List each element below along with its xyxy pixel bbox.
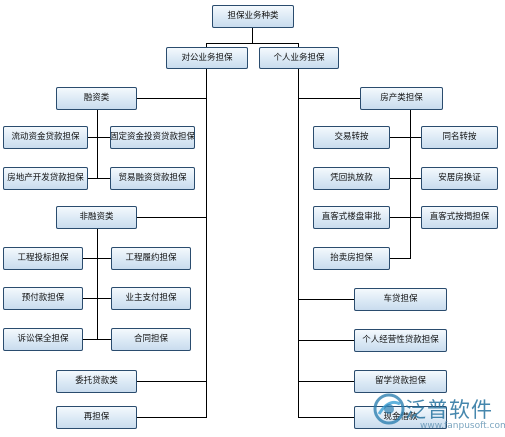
entrusted-loan-box[interactable]: 委托贷款类 bbox=[56, 370, 137, 393]
connector-line bbox=[298, 98, 360, 99]
resale-guarantee-box[interactable]: 抬卖房担保 bbox=[313, 247, 390, 270]
connector-line bbox=[88, 178, 110, 179]
connector-line bbox=[390, 137, 421, 138]
connector-line bbox=[88, 137, 110, 138]
connector-line bbox=[83, 258, 111, 259]
connector-line bbox=[298, 417, 354, 418]
connector-line bbox=[83, 339, 111, 340]
reguarantee-box[interactable]: 再担保 bbox=[56, 406, 137, 429]
connector-line bbox=[298, 340, 354, 341]
connector-line bbox=[206, 43, 299, 44]
corporate-guarantee-box[interactable]: 对公业务担保 bbox=[166, 47, 248, 69]
connector-line bbox=[206, 69, 207, 418]
connector-line bbox=[97, 110, 98, 178]
connector-line bbox=[252, 28, 253, 43]
bid-guarantee-box[interactable]: 工程投标担保 bbox=[3, 247, 83, 270]
direct-mortgage-box[interactable]: 直客式按揭担保 bbox=[421, 206, 498, 229]
real-estate-dev-loan-box[interactable]: 房地产开发贷款担保 bbox=[3, 167, 88, 190]
litigation-preservation-box[interactable]: 诉讼保全担保 bbox=[3, 328, 83, 351]
connector-line bbox=[298, 299, 354, 300]
brand-watermark: 泛普软件 www.fanpusoft.com bbox=[372, 392, 505, 437]
connector-line bbox=[137, 98, 207, 99]
connector-line bbox=[206, 43, 207, 47]
connector-line bbox=[83, 298, 111, 299]
connector-line bbox=[137, 217, 207, 218]
direct-project-approval-box[interactable]: 直客式楼盘审批 bbox=[313, 206, 390, 229]
contract-guarantee-box[interactable]: 合同担保 bbox=[111, 328, 191, 351]
connector-line bbox=[137, 417, 207, 418]
personal-guarantee-box[interactable]: 个人业务担保 bbox=[259, 47, 339, 69]
financing-box[interactable]: 融资类 bbox=[56, 87, 137, 110]
connector-line bbox=[390, 217, 421, 218]
connector-line bbox=[410, 110, 411, 258]
brand-url: www.fanpusoft.com bbox=[420, 421, 505, 431]
working-capital-loan-box[interactable]: 流动资金贷款担保 bbox=[3, 126, 88, 149]
connector-line bbox=[97, 229, 98, 339]
housing-certificate-box[interactable]: 安居房换证 bbox=[421, 167, 498, 190]
connector-line bbox=[137, 381, 207, 382]
business-loan-box[interactable]: 个人经营性贷款担保 bbox=[354, 329, 447, 352]
real-estate-guarantee-box[interactable]: 房产类担保 bbox=[360, 87, 443, 110]
trade-financing-loan-box[interactable]: 贸易融资贷款担保 bbox=[110, 167, 195, 190]
study-loan-box[interactable]: 留学贷款担保 bbox=[354, 370, 447, 393]
root-box[interactable]: 担保业务种类 bbox=[212, 5, 294, 28]
transaction-transfer-box[interactable]: 交易转按 bbox=[313, 126, 390, 149]
owner-payment-box[interactable]: 业主支付担保 bbox=[111, 287, 191, 310]
receipt-loan-box[interactable]: 凭回执放款 bbox=[313, 167, 390, 190]
connector-line bbox=[390, 178, 421, 179]
brand-logo-icon bbox=[373, 393, 405, 425]
connector-line bbox=[298, 69, 299, 418]
connector-line bbox=[298, 43, 299, 47]
brand-name: 泛普软件 bbox=[405, 398, 493, 422]
non-financing-box[interactable]: 非融资类 bbox=[56, 206, 137, 229]
performance-guarantee-box[interactable]: 工程履约担保 bbox=[111, 247, 191, 270]
car-loan-box[interactable]: 车贷担保 bbox=[354, 288, 447, 311]
fixed-investment-loan-box[interactable]: 固定资金投资贷款担保 bbox=[110, 126, 195, 149]
same-name-transfer-box[interactable]: 同名转按 bbox=[421, 126, 498, 149]
advance-payment-box[interactable]: 预付款担保 bbox=[3, 287, 83, 310]
connector-line bbox=[298, 381, 354, 382]
connector-line bbox=[390, 258, 411, 259]
